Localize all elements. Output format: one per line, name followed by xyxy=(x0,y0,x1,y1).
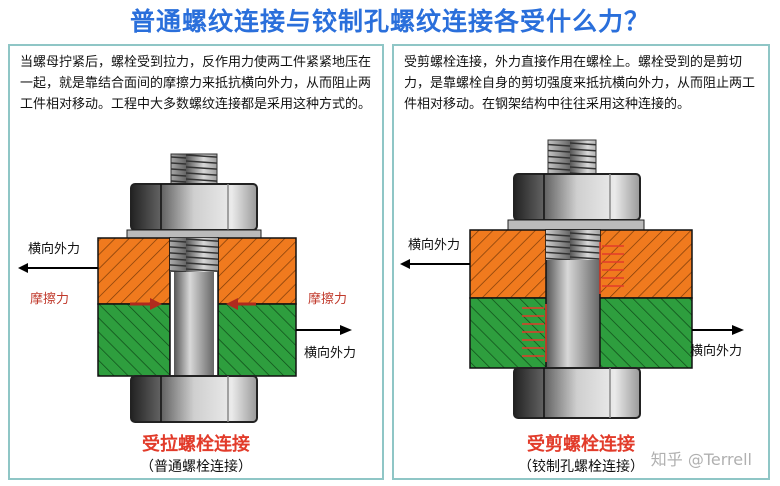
green-plate-right xyxy=(217,303,297,377)
orange-plate-right xyxy=(217,237,297,305)
tension-description: 当螺母拧紧后，螺栓受到拉力，反作用力使两工件紧紧地压在一起，就是靠结合面间的摩擦… xyxy=(20,55,372,112)
panel-shear-bolt: 受剪螺栓连接，外力直接作用在螺栓上。螺栓受到的是剪切力，是靠螺栓自身的剪切强度来… xyxy=(392,44,770,480)
green-plate-left xyxy=(97,303,171,377)
shear-caption: 受剪螺栓连接 xyxy=(527,434,635,455)
tension-caption: 受拉螺栓连接 xyxy=(142,434,250,455)
tension-subcaption: （普通螺栓连接） xyxy=(140,459,252,475)
label-lateral-force-bottom: 横向外力 xyxy=(690,344,743,359)
shear-description: 受剪螺栓连接，外力直接作用在螺栓上。螺栓受到的是剪切力，是靠螺栓自身的剪切强度来… xyxy=(404,55,756,112)
orange-plate-left xyxy=(97,237,171,305)
washer xyxy=(126,229,262,239)
panel-tension-bolt: 当螺母拧紧后，螺栓受到拉力，反作用力使两工件紧紧地压在一起，就是靠结合面间的摩擦… xyxy=(8,44,384,480)
shear-stress-lower xyxy=(522,304,547,362)
label-lateral-force-top: 横向外力 xyxy=(28,242,81,257)
bolt-thread-top xyxy=(170,153,218,189)
label-lateral-force-bottom: 横向外力 xyxy=(304,346,357,361)
washer xyxy=(507,219,645,231)
nut xyxy=(130,183,258,231)
bolt-head xyxy=(513,367,641,419)
label-friction-right: 摩擦力 xyxy=(308,292,348,307)
shear-bolt-diagram xyxy=(400,139,744,419)
tension-bolt-diagram xyxy=(18,153,352,423)
shear-stress-upper xyxy=(599,242,624,294)
label-friction-left: 摩擦力 xyxy=(30,292,70,307)
watermark: 知乎 @Terrell xyxy=(650,450,752,469)
bolt-head xyxy=(130,375,258,423)
nut xyxy=(513,173,641,221)
label-lateral-force-top: 横向外力 xyxy=(408,238,461,253)
shear-subcaption: （铰制孔螺栓连接） xyxy=(518,459,644,475)
page-title: 普通螺纹连接与铰制孔螺纹连接各受什么力？ xyxy=(129,7,650,36)
